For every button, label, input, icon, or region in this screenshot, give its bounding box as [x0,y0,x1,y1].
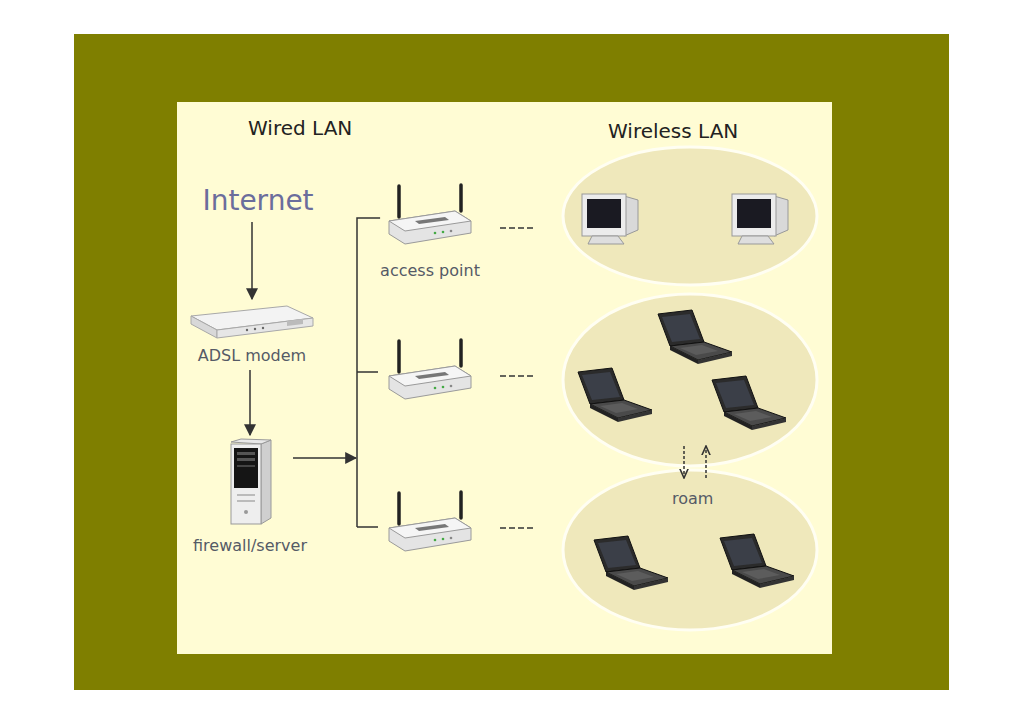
laptop [720,534,794,588]
laptop [578,368,652,422]
laptop [712,376,786,430]
server-device: firewall/server [191,438,309,555]
roam-arrows [684,446,706,478]
section-heading: Wired LAN [248,116,352,140]
wireless-link [500,228,535,528]
ap-icon [385,183,475,249]
access-point [389,492,471,551]
access-point [389,340,471,399]
access-point-device: access point [378,183,482,280]
laptop [658,310,732,364]
desktop-monitor [582,194,638,244]
device-label: firewall/server [193,536,307,555]
internet-label: Internet [200,184,315,217]
bracket [357,372,378,527]
connector [250,370,251,435]
device-label: Internet [202,184,313,217]
connector [293,218,380,458]
modem-icon [187,302,317,342]
modem-device: ADSL modem [185,302,319,365]
desktop-monitor [732,194,788,244]
laptop [594,536,668,590]
connector [252,222,253,299]
tower-icon [225,438,275,526]
wireless-cell [563,147,817,630]
section-heading: Wireless LAN [608,119,738,143]
device-label: ADSL modem [198,346,306,365]
roam-label: roam [670,489,715,508]
device-label: access point [380,261,480,280]
